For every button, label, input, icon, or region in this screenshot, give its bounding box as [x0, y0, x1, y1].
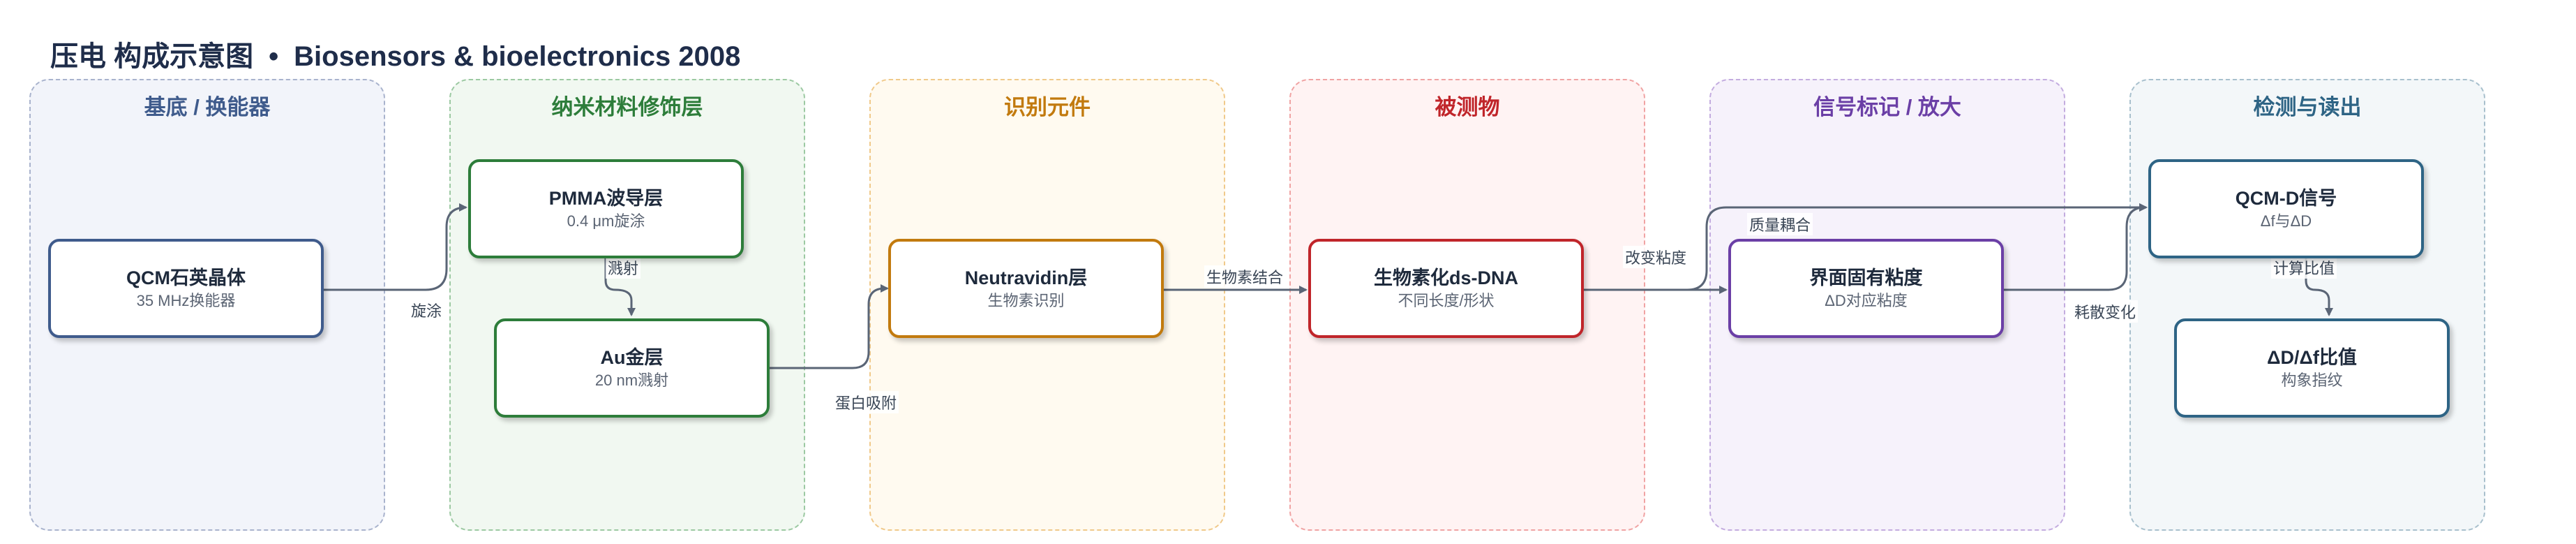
- edge-au-neutravidin: [768, 284, 889, 369]
- node-sublabel: 不同长度/形状: [1398, 292, 1495, 309]
- edge-label-protein-adsorb: 蛋白吸附: [833, 391, 899, 413]
- lane-title-recognition: 识别元件: [1004, 95, 1091, 119]
- edge-label-biotin-bind: 生物素结合: [1204, 265, 1286, 288]
- node-sublabel: 生物素识别: [987, 292, 1065, 309]
- edge-label-mass-coupling: 质量耦合: [1747, 213, 1813, 235]
- node-label: QCM石英晶体: [126, 267, 246, 288]
- node-label: PMMA波导层: [548, 188, 664, 209]
- node-neutravidin-layer: Neutravidin层 生物素识别: [888, 239, 1164, 338]
- edge-label-sputter: 溅射: [606, 256, 641, 279]
- node-sublabel: 20 nm溅射: [594, 372, 669, 389]
- title-subtitle: Biosensors & bioelectronics 2008: [294, 41, 741, 72]
- node-sublabel: Δf与ΔD: [2260, 212, 2312, 230]
- title-separator: •: [269, 41, 279, 72]
- title-main: 压电 构成示意图: [50, 41, 254, 72]
- node-au-gold-layer: Au金层 20 nm溅射: [494, 318, 770, 418]
- lane-title-analyte: 被测物: [1435, 95, 1500, 119]
- edge-viscosity-qcmd: [2002, 203, 2148, 291]
- node-sublabel: 35 MHz换能器: [136, 292, 236, 309]
- node-label: Neutravidin层: [964, 267, 1088, 288]
- edge-pmma-au: [604, 257, 636, 316]
- node-label: ΔD/Δf比值: [2267, 347, 2357, 368]
- edge-label-compute-ratio: 计算比值: [2271, 256, 2337, 279]
- lane-title-nano: 纳米材料修饰层: [551, 95, 703, 119]
- node-label: QCM-D信号: [2235, 188, 2337, 209]
- node-dd-df-ratio: ΔD/Δf比值 构象指纹: [2174, 318, 2450, 418]
- node-qcmd-signal: QCM-D信号 Δf与ΔD: [2148, 159, 2424, 258]
- node-sublabel: 构象指纹: [2281, 372, 2343, 389]
- edge-label-dissipation: 耗散变化: [2072, 300, 2139, 323]
- node-label: 界面固有粘度: [1809, 267, 1923, 288]
- lane-nano: [449, 79, 805, 531]
- lane-title-substrate: 基底 / 换能器: [144, 95, 271, 119]
- lane-title-readout: 检测与读出: [2253, 95, 2362, 119]
- node-interface-viscosity: 界面固有粘度 ΔD对应粘度: [1728, 239, 2004, 338]
- node-pmma-waveguide: PMMA波导层 0.4 μm旋涂: [468, 159, 744, 258]
- edge-dsdna-qcmd: [1582, 203, 2148, 291]
- edge-qcm-pmma: [324, 203, 467, 291]
- node-sublabel: 0.4 μm旋涂: [567, 212, 645, 230]
- lane-title-label: 信号标记 / 放大: [1813, 95, 1961, 119]
- node-sublabel: ΔD对应粘度: [1825, 292, 1908, 309]
- node-biotinylated-dsdna: 生物素化ds-DNA 不同长度/形状: [1308, 239, 1584, 338]
- diagram-title: 压电 构成示意图 • Biosensors & bioelectronics 200…: [50, 34, 740, 74]
- lane-readout: [2129, 79, 2485, 531]
- node-label: 生物素化ds-DNA: [1374, 267, 1518, 288]
- edge-label-change-viscosity: 改变粘度: [1623, 246, 1689, 268]
- edge-qcmd-ratio: [2305, 257, 2333, 316]
- node-label: Au金层: [600, 347, 664, 368]
- edge-label-spin-coat: 旋涂: [409, 299, 444, 321]
- node-qcm-quartz-crystal: QCM石英晶体 35 MHz换能器: [48, 239, 324, 338]
